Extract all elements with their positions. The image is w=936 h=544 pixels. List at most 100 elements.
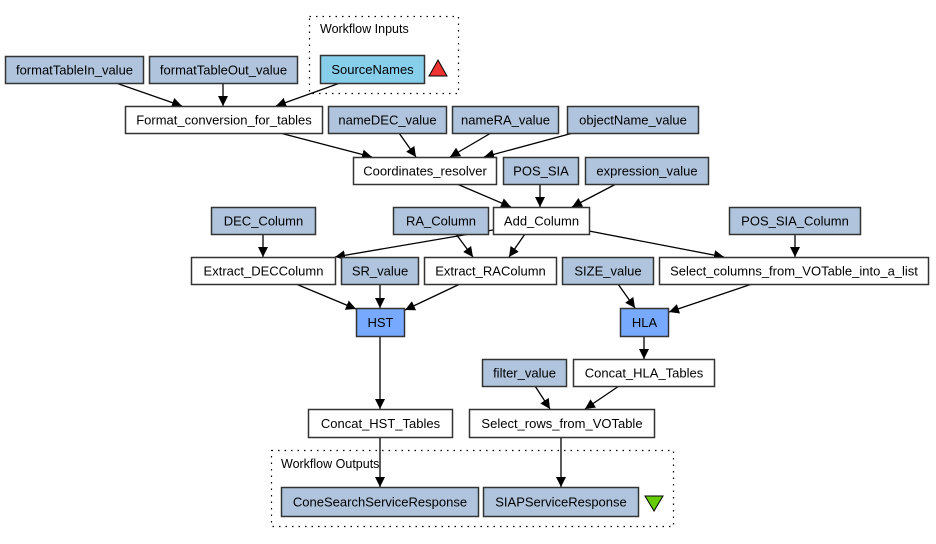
node-hla[interactable]: HLA	[619, 307, 670, 338]
node-label: POS_SIA_Column	[741, 214, 849, 229]
edge-add-column-to-extract-racolumn	[508, 233, 526, 258]
edge-add-column-to-select-columns-from-votable-into-a-list	[588, 230, 725, 261]
node-label: Select_rows_from_VOTable	[481, 416, 642, 431]
edge-formattablein-value-to-format-conversion-for-tables	[115, 82, 183, 108]
node-box[interactable]	[352, 156, 498, 186]
node-box[interactable]	[327, 105, 448, 135]
node-box[interactable]	[502, 156, 580, 186]
node-label: Coordinates_resolver	[363, 164, 487, 179]
edge-ra-column-to-extract-racolumn	[455, 233, 474, 258]
workflow-inputs-label: Workflow Inputs	[320, 22, 409, 36]
node-box[interactable]	[572, 358, 716, 388]
edge-coordinates-resolver-to-add-column	[456, 183, 512, 208]
node-label: HLA	[632, 315, 658, 330]
node-siapserviceresponse[interactable]: SIAPServiceResponse	[482, 486, 640, 518]
node-label: formatTableIn_value	[16, 63, 133, 78]
node-namedec-value[interactable]: nameDEC_value	[327, 105, 448, 135]
node-box[interactable]	[4, 55, 145, 85]
node-objectname-value[interactable]: objectName_value	[566, 105, 700, 135]
node-label: nameDEC_value	[338, 113, 436, 128]
node-sourcenames[interactable]: SourceNames	[319, 54, 426, 85]
node-formattableout-value[interactable]: formatTableOut_value	[148, 55, 299, 85]
node-add-column[interactable]: Add_Column	[492, 206, 591, 236]
node-sr-value[interactable]: SR_value	[340, 256, 420, 286]
node-box[interactable]	[482, 486, 640, 518]
edge-select-columns-from-votable-into-a-list-to-hla	[668, 283, 753, 314]
node-box[interactable]	[492, 206, 591, 236]
node-box[interactable]	[355, 307, 406, 338]
node-label: Select_columns_from_VOTable_into_a_list	[670, 264, 918, 279]
node-box[interactable]	[658, 256, 930, 286]
node-format-conversion-for-tables[interactable]: Format_conversion_for_tables	[124, 105, 324, 135]
node-box[interactable]	[124, 105, 324, 135]
node-formattablein-value[interactable]: formatTableIn_value	[4, 55, 145, 85]
node-label: SourceNames	[331, 62, 414, 77]
node-box[interactable]	[392, 206, 490, 236]
node-dec-column[interactable]: DEC_Column	[210, 206, 317, 236]
edge-extract-deccolumn-to-hst	[295, 283, 357, 310]
node-select-rows-from-votable[interactable]: Select_rows_from_VOTable	[468, 408, 656, 439]
edge-sourcenames-to-format-conversion-for-tables	[275, 82, 341, 108]
node-label: ConeSearchServiceResponse	[293, 495, 467, 510]
node-label: POS_SIA	[513, 164, 569, 179]
edges	[115, 82, 800, 487]
node-extract-deccolumn[interactable]: Extract_DECColumn	[190, 256, 337, 286]
node-extract-racolumn[interactable]: Extract_RAColumn	[423, 256, 558, 286]
node-box[interactable]	[148, 55, 299, 85]
node-pos-sia-column[interactable]: POS_SIA_Column	[728, 206, 862, 236]
node-label: expression_value	[596, 164, 697, 179]
node-namera-value[interactable]: nameRA_value	[451, 105, 560, 135]
node-pos-sia[interactable]: POS_SIA	[502, 156, 580, 186]
edge-namedec-value-to-coordinates-resolver	[398, 132, 417, 158]
node-size-value[interactable]: SIZE_value	[561, 256, 655, 286]
workflow-inputs-cluster: Workflow Inputs	[308, 15, 460, 95]
edge-format-conversion-for-tables-to-coordinates-resolver	[279, 132, 373, 160]
node-select-columns-from-votable-into-a-list[interactable]: Select_columns_from_VOTable_into_a_list	[658, 256, 930, 286]
workflow-outputs-label: Workflow Outputs	[281, 457, 379, 471]
node-box[interactable]	[307, 408, 454, 439]
node-label: Format_conversion_for_tables	[136, 113, 312, 128]
node-box[interactable]	[619, 307, 670, 338]
node-label: nameRA_value	[461, 113, 550, 128]
node-box[interactable]	[280, 486, 480, 518]
node-label: Extract_RAColumn	[435, 264, 546, 279]
node-coordinates-resolver[interactable]: Coordinates_resolver	[352, 156, 498, 186]
node-box[interactable]	[340, 256, 420, 286]
node-box[interactable]	[210, 206, 317, 236]
node-label: filter_value	[493, 366, 556, 381]
node-label: SR_value	[352, 264, 408, 279]
node-box[interactable]	[481, 358, 568, 388]
node-concat-hst-tables[interactable]: Concat_HST_Tables	[307, 408, 454, 439]
input-triangle-icon	[428, 58, 448, 77]
node-label: objectName_value	[579, 113, 687, 128]
edge-filter-value-to-select-rows-from-votable	[534, 385, 551, 410]
node-label: RA_Column	[406, 214, 476, 229]
workflow-outputs-cluster: Workflow Outputs	[270, 449, 675, 528]
node-hst[interactable]: HST	[355, 307, 406, 338]
node-label: SIZE_value	[574, 264, 641, 279]
edge-objectname-value-to-coordinates-resolver	[483, 132, 574, 160]
node-box[interactable]	[423, 256, 558, 286]
node-box[interactable]	[584, 156, 710, 186]
node-label: HST	[368, 315, 394, 330]
node-label: Concat_HST_Tables	[321, 416, 441, 431]
node-box[interactable]	[451, 105, 560, 135]
node-box[interactable]	[190, 256, 337, 286]
node-ra-column[interactable]: RA_Column	[392, 206, 490, 236]
node-box[interactable]	[468, 408, 656, 439]
node-expression-value[interactable]: expression_value	[584, 156, 710, 186]
node-concat-hla-tables[interactable]: Concat_HLA_Tables	[572, 358, 716, 388]
node-box[interactable]	[728, 206, 862, 236]
node-label: DEC_Column	[224, 214, 303, 229]
node-label: SIAPServiceResponse	[495, 495, 627, 510]
edge-concat-hla-tables-to-select-rows-from-votable	[584, 385, 620, 410]
node-box[interactable]	[319, 54, 426, 85]
output-triangle-icon	[644, 495, 664, 512]
node-conesearchserviceresponse[interactable]: ConeSearchServiceResponse	[280, 486, 480, 518]
node-label: formatTableOut_value	[160, 63, 287, 78]
node-filter-value[interactable]: filter_value	[481, 358, 568, 388]
node-box[interactable]	[561, 256, 655, 286]
node-box[interactable]	[566, 105, 700, 135]
edge-size-value-to-hla	[617, 283, 636, 309]
